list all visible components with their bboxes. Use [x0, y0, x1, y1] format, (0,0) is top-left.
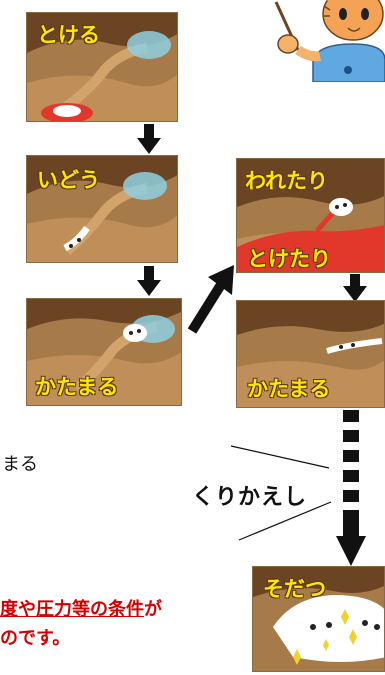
text-fragment: まる [2, 454, 38, 475]
arrow-down-icon [137, 124, 161, 154]
step-label-move: いどう [37, 168, 100, 192]
step-label-melt: とける [37, 23, 100, 47]
repeat-lines [225, 440, 335, 546]
arrow-down-icon [343, 274, 367, 302]
repeat-label: くりかえし [192, 485, 308, 510]
panel-solidify-right: かたまる [236, 300, 385, 408]
panel-grow: そだつ [252, 566, 385, 672]
panel-crack-melt: われたり とけたり [236, 158, 385, 273]
arrow-up-right-icon [184, 265, 238, 337]
panel-melt: とける [26, 12, 178, 122]
condition-suffix: が [144, 599, 162, 620]
step-label-grow: そだつ [263, 577, 326, 601]
condition-text-line1: 度や圧力等の条件が [0, 595, 162, 621]
step-label-solidify-right: かたまる [247, 377, 331, 401]
condition-highlight: 度や圧力等の条件 [0, 599, 144, 620]
teacher-character [258, 0, 385, 83]
panel-solidify-left: かたまる [26, 298, 182, 406]
panel-move: いどう [26, 155, 178, 263]
arrow-down-icon [137, 266, 161, 296]
condition-text-line2: のです。 [0, 628, 71, 649]
dashed-arrow-down-icon [336, 410, 366, 566]
step-label-crack: われたり [245, 169, 328, 193]
step-label-solidify-left: かたまる [35, 375, 119, 399]
step-label-melt-again: とけたり [247, 247, 331, 271]
